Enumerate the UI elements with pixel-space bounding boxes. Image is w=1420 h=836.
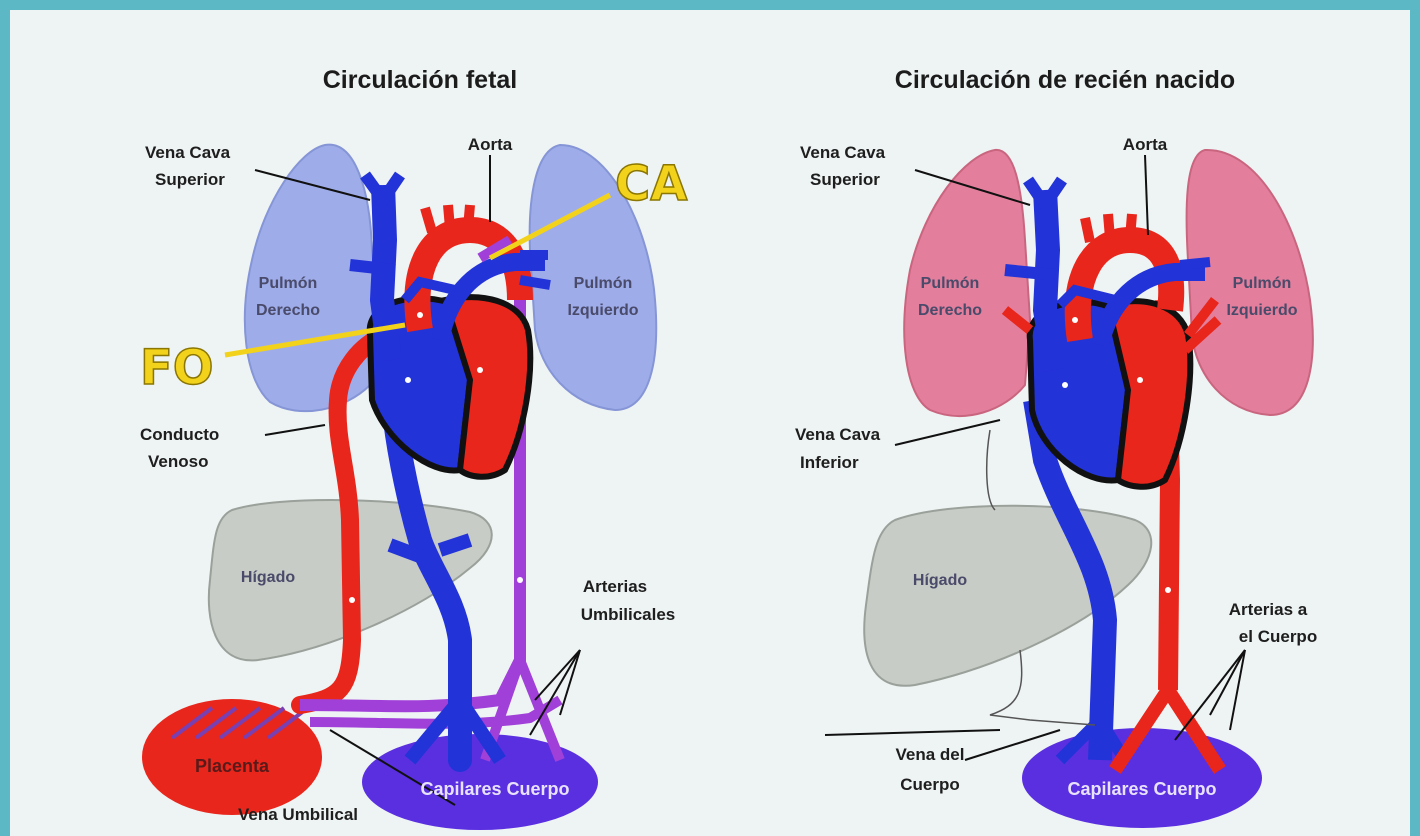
fetal-right-lung-label-1: Pulmón — [259, 275, 318, 292]
arterias-umbilicales-label-1: Arterias — [583, 577, 647, 596]
fetal-vcs-label-1: Vena Cava — [145, 143, 231, 162]
arterias-cuerpo-label-1: Arterias a — [1229, 600, 1308, 619]
newborn-capillaries — [1022, 728, 1262, 828]
fetal-right-lung-label-2: Derecho — [256, 302, 320, 319]
fetal-capillaries-label: Capilares Cuerpo — [420, 779, 569, 799]
newborn-title: Circulación de recién nacido — [895, 66, 1235, 94]
newborn-left-lung-label-1: Pulmón — [1233, 275, 1292, 292]
newborn-vcs-label-1: Vena Cava — [800, 143, 886, 162]
fetal-left-lung-label-2: Izquierdo — [567, 302, 638, 319]
fetal-panel: Circulación fetal Placenta — [140, 66, 687, 830]
vena-umbilical-label: Vena Umbilical — [238, 805, 358, 824]
newborn-vcs-label-2: Superior — [810, 170, 880, 189]
vena-cuerpo-label-2: Cuerpo — [900, 775, 960, 794]
fetal-title: Circulación fetal — [323, 66, 518, 94]
fetal-liver-label: Hígado — [241, 569, 295, 586]
fo-label: FO — [140, 340, 214, 396]
newborn-capillaries-label: Capilares Cuerpo — [1067, 779, 1216, 799]
conducto-venoso-label-2: Venoso — [148, 452, 208, 471]
ca-label: CA — [615, 156, 687, 212]
fetal-vcs-label-2: Superior — [155, 170, 225, 189]
newborn-vci-label-1: Vena Cava — [795, 425, 881, 444]
conducto-venoso-label-1: Conducto — [140, 425, 219, 444]
newborn-right-lung-label-1: Pulmón — [921, 275, 980, 292]
newborn-liver-label: Hígado — [913, 572, 967, 589]
vena-cuerpo-label-1: Vena del — [896, 745, 965, 764]
newborn-right-lung-label-2: Derecho — [918, 302, 982, 319]
newborn-left-lung-label-2: Izquierdo — [1226, 302, 1297, 319]
fetal-aorta-label: Aorta — [468, 135, 513, 154]
newborn-aorta-label: Aorta — [1123, 135, 1168, 154]
placenta-label: Placenta — [195, 756, 270, 776]
arterias-cuerpo-label-2: el Cuerpo — [1239, 627, 1317, 646]
fetal-left-lung-label-1: Pulmón — [574, 275, 633, 292]
newborn-vci-label-2: Inferior — [800, 453, 859, 472]
newborn-panel: Circulación de recién nacido — [795, 66, 1317, 828]
arterias-umbilicales-label-2: Umbilicales — [581, 605, 676, 624]
